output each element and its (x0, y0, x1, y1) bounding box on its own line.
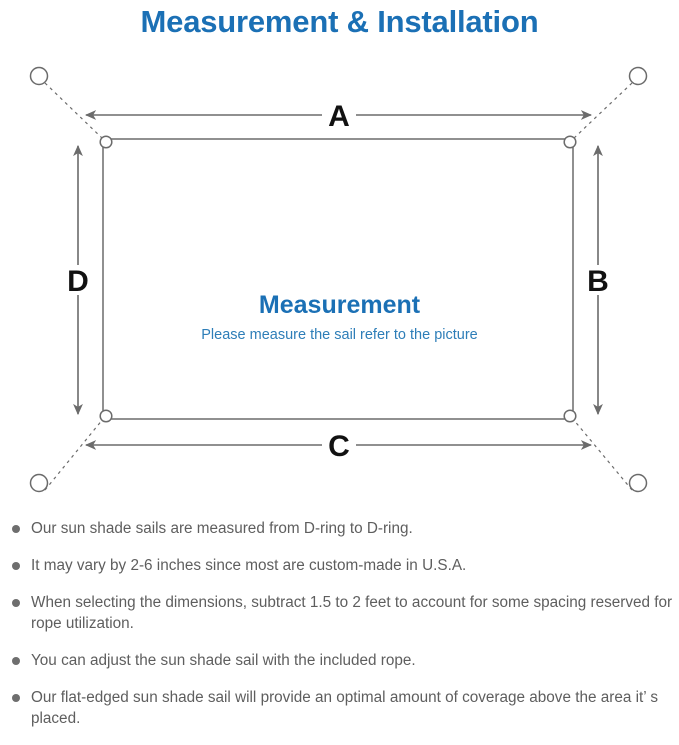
d-ring-bottom-left (99, 409, 113, 423)
sail-outline (102, 138, 574, 420)
rope-top-left (44, 82, 104, 140)
note-text: When selecting the dimensions, subtract … (31, 594, 673, 632)
bullet-icon (12, 657, 20, 665)
dimension-c: C (84, 430, 593, 463)
measurement-diagram: A C D B Measurement Please measure the s… (0, 50, 679, 510)
dimension-b: B (587, 144, 609, 416)
bullet-icon (12, 525, 20, 533)
rope-bottom-right (572, 418, 633, 491)
anchor-rings (29, 66, 648, 493)
dimension-label-b: B (587, 265, 609, 298)
sail-d-rings (99, 135, 577, 423)
bullet-icon (12, 694, 20, 702)
anchor-bottom-left (29, 473, 49, 493)
list-item: You can adjust the sun shade sail with t… (0, 650, 679, 671)
bullet-icon (12, 599, 20, 607)
note-text: It may vary by 2-6 inches since most are… (31, 557, 467, 574)
d-ring-bottom-right (563, 409, 577, 423)
page-title: Measurement & Installation (140, 4, 539, 39)
anchor-bottom-right (628, 473, 648, 493)
dimension-label-a: A (328, 100, 350, 133)
anchor-top-right (628, 66, 648, 86)
note-text: Our flat-edged sun shade sail will provi… (31, 689, 658, 727)
d-ring-top-right (563, 135, 577, 149)
dimension-d: D (67, 144, 89, 416)
list-item: Our sun shade sails are measured from D-… (0, 518, 679, 539)
rope-bottom-left (44, 418, 104, 491)
d-ring-top-left (99, 135, 113, 149)
diagram-svg: A C D B (29, 66, 648, 493)
rope-lines (44, 82, 633, 491)
dimension-a: A (84, 100, 593, 133)
dimension-label-c: C (328, 430, 350, 463)
dimension-label-d: D (67, 265, 89, 298)
list-item: When selecting the dimensions, subtract … (0, 592, 679, 634)
list-item: It may vary by 2-6 inches since most are… (0, 555, 679, 576)
anchor-top-left (29, 66, 49, 86)
note-text: Our sun shade sails are measured from D-… (31, 520, 413, 537)
rope-top-right (572, 82, 633, 140)
notes-list: Our sun shade sails are measured from D-… (0, 518, 679, 745)
note-text: You can adjust the sun shade sail with t… (31, 652, 416, 669)
list-item: Our flat-edged sun shade sail will provi… (0, 687, 679, 729)
bullet-icon (12, 562, 20, 570)
